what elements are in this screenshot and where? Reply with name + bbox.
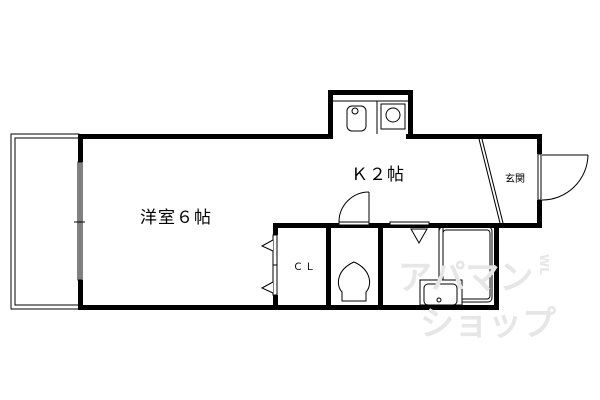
- toilet-door: [338, 191, 370, 226]
- room-label-closet: ＣＬ: [293, 262, 317, 273]
- room-label-kitchen: Ｋ２帖: [351, 165, 405, 185]
- watermark-line2: ショップ: [420, 304, 556, 344]
- entrance-step: [478, 138, 504, 224]
- kitchen-counter: [333, 100, 408, 134]
- balcony: [10, 133, 80, 310]
- watermark-small: WL: [537, 254, 551, 275]
- entrance-door: [537, 153, 589, 201]
- closet-doors: [260, 234, 278, 296]
- room-label-entrance: 玄関: [505, 174, 525, 185]
- bath-door: [389, 221, 430, 245]
- watermark-line1: アパマン: [398, 258, 534, 298]
- toilet-fixture: [337, 261, 371, 302]
- washbasin: [419, 228, 463, 306]
- room-label-western: 洋室６帖: [140, 208, 212, 228]
- balcony-window: [74, 161, 85, 281]
